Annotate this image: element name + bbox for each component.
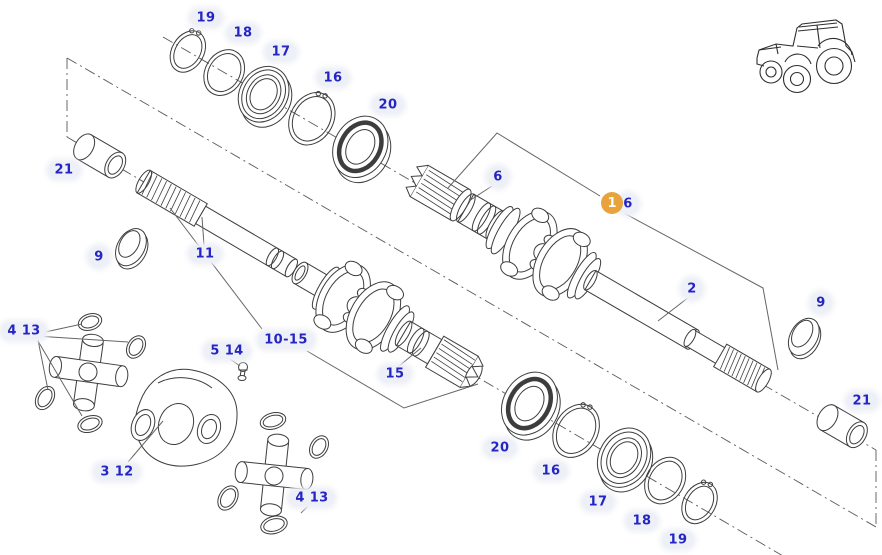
bushing-21-right-illustration: [816, 404, 868, 449]
shaft-2-illustration: [583, 269, 772, 393]
callout-9-left[interactable]: 9: [88, 246, 110, 268]
callout-18-top[interactable]: 18: [227, 24, 259, 42]
bearing-17-top-illustration: [237, 65, 293, 128]
callout-18-bottom[interactable]: 18: [626, 512, 658, 530]
ring-9-right-illustration: [787, 317, 822, 360]
selected-callout-1[interactable]: 1: [601, 192, 623, 214]
callout-20-bottom[interactable]: 20: [484, 439, 516, 457]
callout-6-gear[interactable]: 6: [487, 166, 509, 188]
centerlines: [66, 36, 877, 555]
callout-2[interactable]: 2: [681, 278, 703, 300]
callout-19-top[interactable]: 19: [190, 9, 222, 27]
upper-driveshaft-assembly: [169, 27, 868, 449]
grease-fitting-detail: [237, 362, 248, 381]
seal-20-top-illustration: [332, 115, 392, 184]
ring-9-left-illustration: [115, 228, 149, 270]
callout-17-top[interactable]: 17: [265, 43, 297, 61]
lower-driveshaft-assembly: [73, 133, 718, 525]
drive-gear-15-illustration: [394, 320, 484, 389]
yoke-housing-detail: [130, 368, 238, 467]
callout-17-bottom[interactable]: 17: [582, 493, 614, 511]
callout-4-13-lower[interactable]: 4 13: [289, 489, 335, 507]
snap-ring-16-top-illustration: [288, 90, 336, 146]
callout-21-right[interactable]: 21: [846, 392, 878, 410]
splined-shaft-11-illustration: [135, 169, 298, 278]
callout-9-right[interactable]: 9: [810, 292, 832, 314]
callout-4-13-upper[interactable]: 4 13: [1, 322, 47, 340]
callout-20-top[interactable]: 20: [372, 96, 404, 114]
callout-16-top[interactable]: 16: [317, 69, 349, 87]
callout-16-bottom[interactable]: 16: [535, 462, 567, 480]
tractor-icon: [756, 19, 856, 94]
callout-11[interactable]: 11: [189, 245, 221, 263]
snap-ring-16-bottom-illustration: [552, 402, 600, 458]
universal-joint-upper-illustration: [485, 206, 602, 301]
u-joint-cross-detail-upper: [34, 313, 146, 434]
callout-5-14[interactable]: 5 14: [204, 342, 250, 360]
callout-21-left[interactable]: 21: [48, 161, 80, 179]
bearing-17-bottom-illustration: [596, 427, 654, 493]
callout-10-15[interactable]: 10-15: [258, 331, 314, 349]
callout-15[interactable]: 15: [379, 365, 411, 383]
washer-18-top-illustration: [203, 49, 246, 96]
callout-3-12[interactable]: 3 12: [94, 463, 140, 481]
bushing-21-left-illustration: [73, 133, 127, 179]
washer-18-bottom-illustration: [644, 456, 687, 505]
snap-ring-19-top-illustration: [169, 27, 207, 73]
seal-20-bottom-illustration: [501, 371, 561, 441]
leader-lines: [35, 132, 779, 514]
universal-joint-lower-illustration: [311, 260, 415, 354]
callout-6-assembly[interactable]: 6: [617, 193, 639, 215]
u-joint-cross-detail-lower: [217, 412, 329, 535]
snap-ring-19-bottom-illustration: [681, 479, 718, 525]
callout-19-bottom[interactable]: 19: [662, 531, 694, 549]
